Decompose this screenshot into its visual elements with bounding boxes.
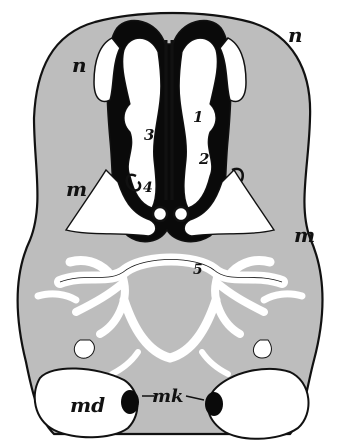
label-turbinal-2: 2 [198,150,209,168]
label-m-left: m [66,177,87,201]
label-m-right: m [294,223,315,247]
label-n-left: n [72,53,87,77]
label-mk: mk [152,386,184,407]
left-meckel-cartilage [121,390,139,414]
left-bone-fragment [74,340,94,358]
duct-right [174,207,188,221]
right-meckel-cartilage [205,392,223,416]
label-turbinal-5: 5 [193,262,203,278]
label-n-right: n [288,23,303,47]
label-turbinal-3: 3 [144,126,154,144]
duct-left [153,207,167,221]
label-turbinal-4: 4 [143,180,153,196]
label-turbinal-1: 1 [193,108,203,126]
right-bone-fragment [253,340,271,358]
label-md: md [70,393,105,417]
